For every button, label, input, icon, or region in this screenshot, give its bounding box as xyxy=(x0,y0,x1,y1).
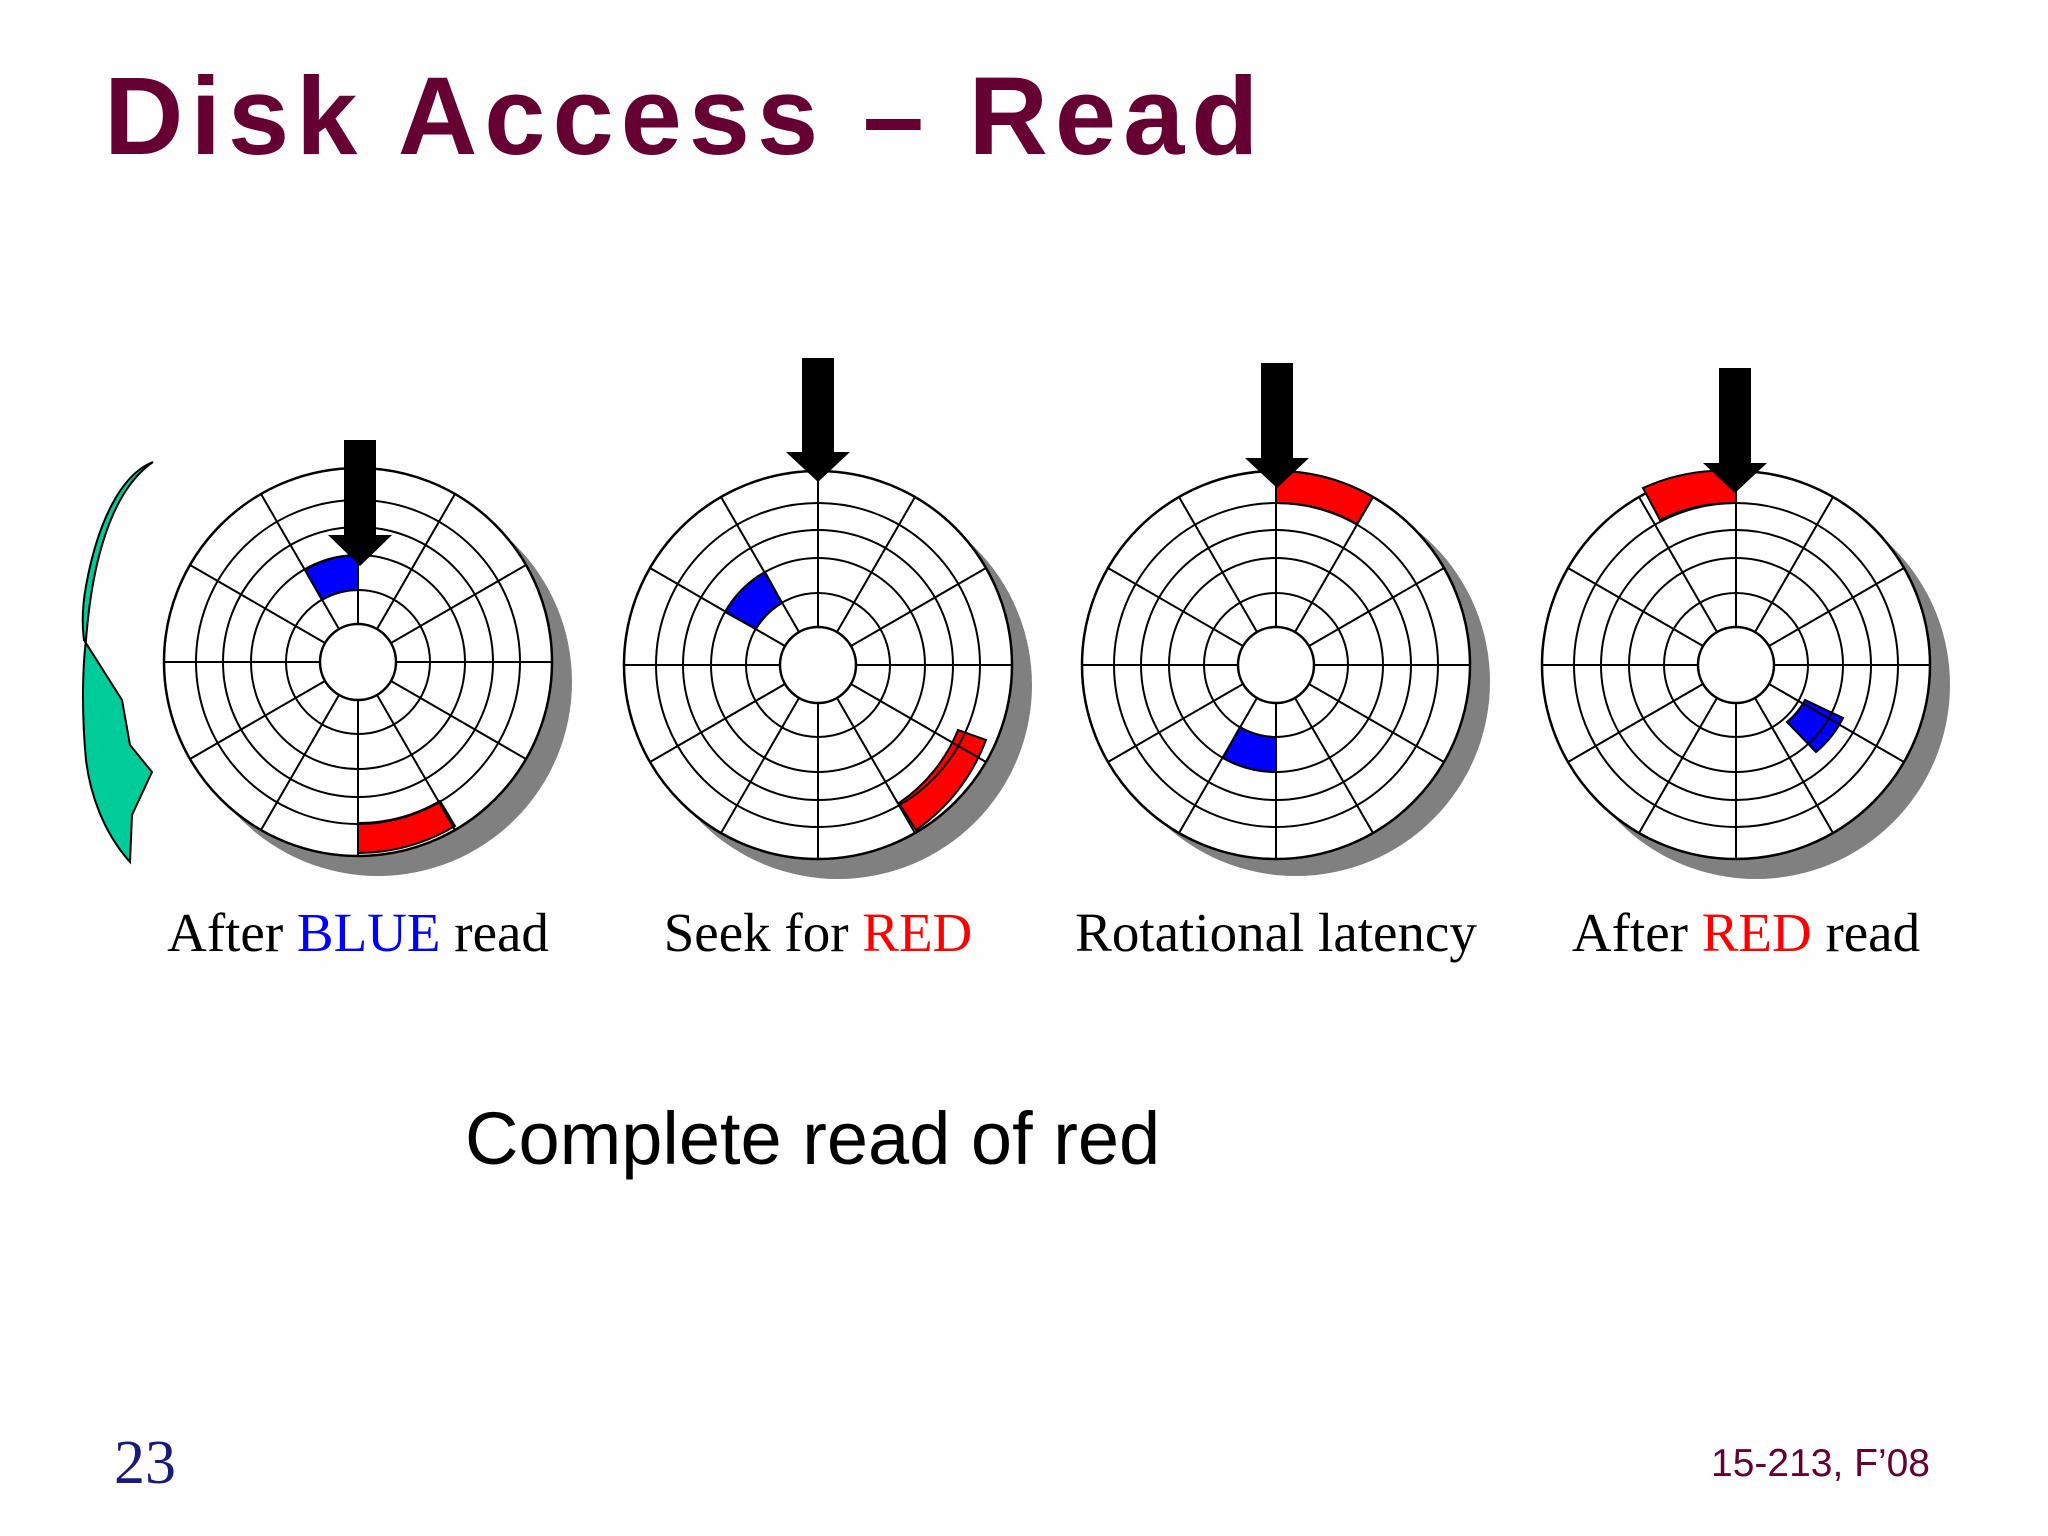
sector-lines xyxy=(1082,471,1470,859)
caption-text: Rotational latency xyxy=(1075,902,1477,963)
caption-highlight: RED xyxy=(862,902,973,963)
spindle xyxy=(778,625,858,705)
spindle xyxy=(1236,625,1316,705)
caption-text: Seek for xyxy=(663,902,863,963)
head-arrow-icon xyxy=(1245,363,1309,488)
slide-number: 23 xyxy=(114,1429,176,1497)
caption-text: After xyxy=(1571,902,1702,963)
caption-highlight: RED xyxy=(1701,902,1812,963)
head-arrow-icon xyxy=(786,358,850,482)
red-sector xyxy=(897,728,988,832)
sector-lines xyxy=(1542,471,1930,859)
caption-text: read xyxy=(1811,902,1921,963)
caption-seek-for-red: Seek for RED xyxy=(618,898,1018,968)
rotation-arrow-icon xyxy=(81,461,154,865)
sector-lines xyxy=(624,471,1012,859)
head-arrow-icon xyxy=(1703,368,1767,493)
caption-text: After xyxy=(167,902,297,963)
caption-text: read xyxy=(440,902,549,963)
caption-after-blue-read: After BLUE read xyxy=(148,898,568,968)
slide-subtitle: Complete read of red xyxy=(465,1097,1161,1180)
caption-rotational-latency: Rotational latency xyxy=(1056,898,1496,968)
caption-highlight: BLUE xyxy=(296,902,441,963)
course-label: 15-213, F’08 xyxy=(1711,1442,1930,1485)
disk-1 xyxy=(162,440,572,876)
slide-title: Disk Access – Read xyxy=(104,55,1266,178)
spindle xyxy=(1696,625,1776,705)
disk-4 xyxy=(1540,368,1950,879)
disk-3 xyxy=(1080,363,1490,876)
caption-after-red-read: After RED read xyxy=(1536,898,1956,968)
head-arrow-icon xyxy=(328,440,392,566)
spindle xyxy=(318,622,398,702)
disk-2 xyxy=(622,358,1032,879)
